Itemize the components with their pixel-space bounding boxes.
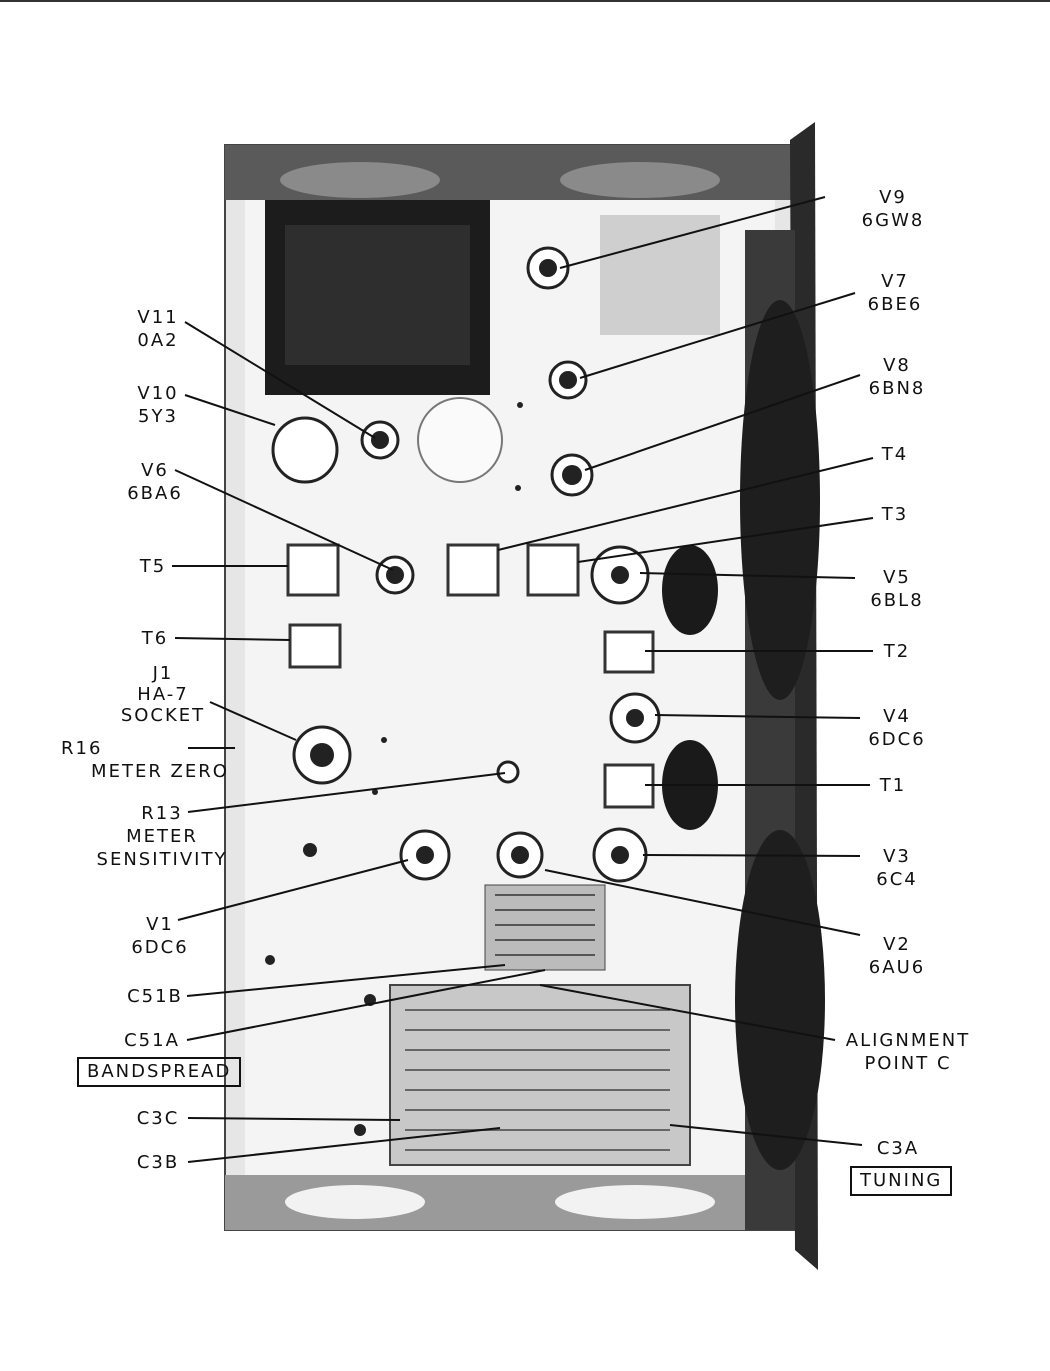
label-v7-type: 6BE6 bbox=[867, 294, 923, 315]
label-t3: T3 bbox=[881, 504, 909, 525]
tuning-box: TUNING bbox=[850, 1166, 953, 1196]
leader-lines bbox=[172, 196, 874, 1163]
label-v5-id: V5 bbox=[883, 567, 911, 588]
label-v6-type: 6BA6 bbox=[127, 483, 183, 504]
label-t4: T4 bbox=[881, 444, 909, 465]
label-v8-id: V8 bbox=[883, 355, 911, 376]
label-c3b: C3B bbox=[136, 1152, 180, 1173]
label-v8-type: 6BN8 bbox=[868, 378, 926, 399]
label-t5: T5 bbox=[139, 556, 167, 577]
label-t1: T1 bbox=[879, 775, 907, 796]
label-r13-id: R13 bbox=[141, 803, 183, 824]
label-v11-id: V11 bbox=[137, 307, 179, 328]
label-v9-type: 6GW8 bbox=[861, 210, 925, 231]
label-j1-type: HA-7 bbox=[137, 684, 189, 705]
label-t2: T2 bbox=[883, 641, 911, 662]
transformer-t6 bbox=[288, 623, 342, 669]
label-v1-type: 6DC6 bbox=[131, 937, 189, 958]
label-v11-type: 0A2 bbox=[137, 330, 179, 351]
label-alignment-line1: ALIGNMENT bbox=[845, 1030, 971, 1051]
label-v10-id: V10 bbox=[137, 383, 179, 404]
label-t6: T6 bbox=[141, 628, 169, 649]
label-j1-desc: SOCKET bbox=[120, 705, 206, 726]
label-j1-id: J1 bbox=[152, 663, 174, 684]
label-v6-id: V6 bbox=[141, 460, 169, 481]
label-v1-id: V1 bbox=[146, 914, 174, 935]
label-v4-id: V4 bbox=[883, 706, 911, 727]
bandspread-box: BANDSPREAD bbox=[77, 1057, 242, 1087]
label-r13-line2: METER bbox=[126, 826, 198, 847]
label-v3-type: 6C4 bbox=[876, 869, 918, 890]
label-v9-id: V9 bbox=[879, 187, 907, 208]
filter-capacitor bbox=[417, 397, 503, 483]
label-r13-line3: SENSITIVITY bbox=[96, 849, 228, 870]
label-v7-id: V7 bbox=[881, 271, 909, 292]
label-r16-desc: METER ZERO bbox=[91, 761, 229, 782]
label-v4-type: 6DC6 bbox=[868, 729, 926, 750]
label-r16-id: R16 bbox=[61, 738, 103, 759]
tube-v10 bbox=[271, 416, 339, 484]
capacitor-c3 bbox=[389, 984, 691, 1166]
transformer-t3 bbox=[526, 543, 580, 597]
label-v2-id: V2 bbox=[883, 934, 911, 955]
capacitor-c51 bbox=[484, 884, 606, 971]
label-v5-type: 6BL8 bbox=[870, 590, 924, 611]
label-v3-id: V3 bbox=[883, 846, 911, 867]
top-border bbox=[0, 0, 1050, 2]
label-alignment-line2: POINT C bbox=[864, 1053, 952, 1074]
label-c3c: C3C bbox=[136, 1108, 180, 1129]
control-r13 bbox=[496, 760, 520, 784]
label-c51a: C51A bbox=[124, 1030, 180, 1051]
label-c51b: C51B bbox=[127, 986, 183, 1007]
label-v2-type: 6AU6 bbox=[868, 957, 926, 978]
label-c3a: C3A bbox=[876, 1138, 920, 1159]
transformer-t5 bbox=[286, 543, 340, 597]
transformer-t4 bbox=[446, 543, 500, 597]
label-v10-type: 5Y3 bbox=[138, 406, 178, 427]
